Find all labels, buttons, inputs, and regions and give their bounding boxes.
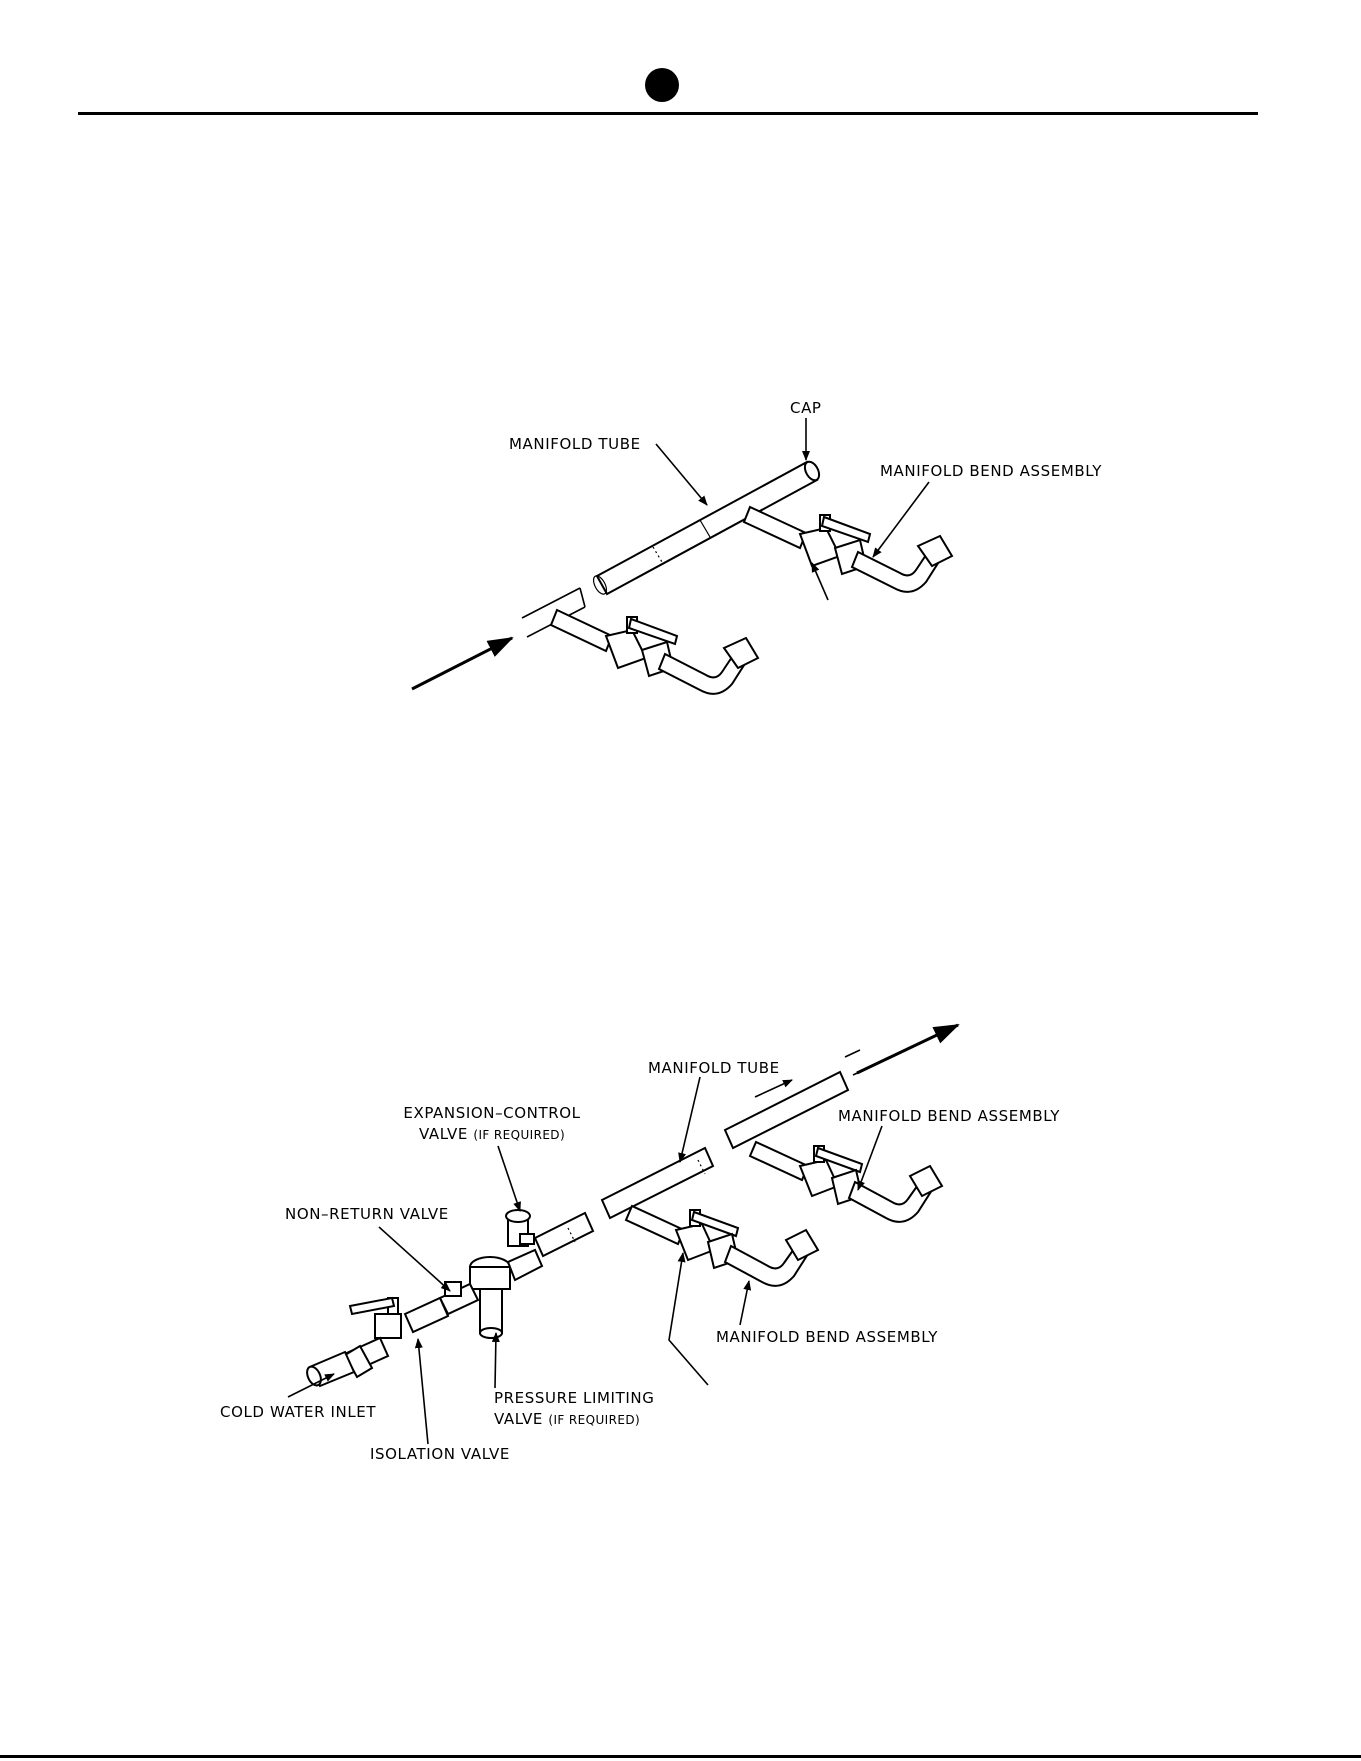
pressure-limiting-valve-note: (IF REQUIRED) (548, 1413, 640, 1427)
label-isolation-valve: ISOLATION VALVE (370, 1444, 510, 1465)
label-manifold-bend-assembly-top: MANIFOLD BEND ASSEMBLY (880, 461, 1102, 482)
bottom-flow-arrow-icon (755, 1080, 792, 1097)
pressure-limiting-valve-leader (495, 1333, 496, 1388)
label-manifold-bend-assembly-upper: MANIFOLD BEND ASSEMBLY (838, 1106, 1060, 1127)
non-return-valve-leader (379, 1227, 450, 1291)
top-manifold-tube-leader (656, 444, 707, 505)
label-expansion-control-valve: EXPANSION–CONTROL VALVE (IF REQUIRED) (392, 1103, 592, 1146)
bottom-outlet-arrow-icon (857, 1025, 958, 1073)
label-manifold-bend-assembly-lower: MANIFOLD BEND ASSEMBLY (716, 1327, 938, 1348)
pressure-limiting-valve-word: VALVE (494, 1410, 543, 1428)
bottom-lower-valve-leader (669, 1253, 708, 1385)
expansion-control-valve-line1: EXPANSION–CONTROL (392, 1103, 592, 1124)
bottom-lower-bend-leader (740, 1281, 749, 1325)
expansion-control-valve-line2: VALVE (IF REQUIRED) (392, 1124, 592, 1146)
bottom-manifold-tube-leader (680, 1077, 700, 1162)
bottom-branch-upper (750, 1142, 942, 1222)
top-figure (412, 418, 952, 694)
top-branch-lower (551, 610, 758, 694)
label-cold-water-inlet: COLD WATER INLET (220, 1402, 376, 1423)
expansion-control-valve-word: VALVE (419, 1125, 468, 1143)
pressure-limiting-valve-line2: VALVE (IF REQUIRED) (494, 1409, 654, 1431)
label-manifold-tube-bottom: MANIFOLD TUBE (648, 1058, 780, 1079)
label-non-return-valve: NON–RETURN VALVE (285, 1204, 449, 1225)
expansion-control-valve-note: (IF REQUIRED) (473, 1128, 565, 1142)
pressure-limiting-valve-line1: PRESSURE LIMITING (494, 1388, 654, 1409)
top-valve-leader (812, 563, 828, 600)
bottom-inlet-assembly (304, 1210, 542, 1388)
label-cap: CAP (790, 398, 822, 419)
bottom-upper-bend-leader (858, 1126, 882, 1190)
bottom-branch-lower (626, 1206, 818, 1286)
expansion-valve-leader (498, 1146, 520, 1211)
label-pressure-limiting-valve: PRESSURE LIMITING VALVE (IF REQUIRED) (494, 1388, 654, 1431)
footer-rule (0, 1755, 1361, 1758)
isolation-valve-leader (418, 1339, 428, 1444)
top-branch-upper (744, 507, 952, 592)
label-manifold-tube-top: MANIFOLD TUBE (509, 434, 641, 455)
top-inlet-arrow-icon (412, 638, 512, 689)
bottom-figure (288, 1025, 958, 1444)
